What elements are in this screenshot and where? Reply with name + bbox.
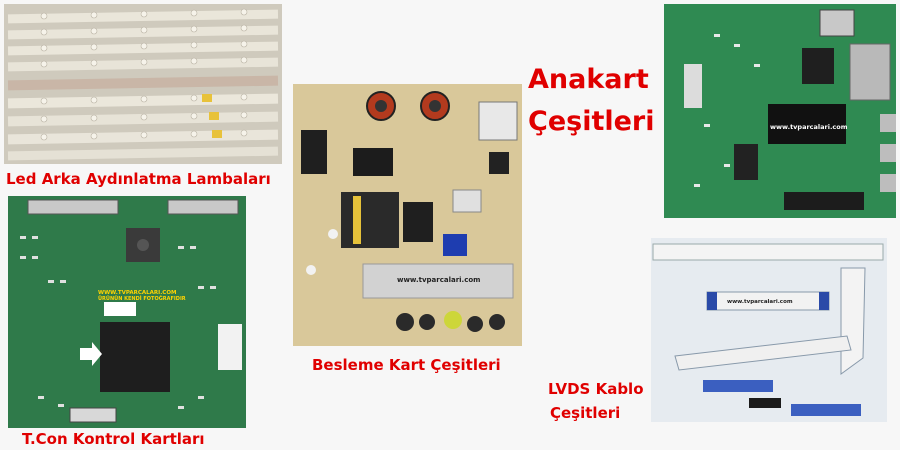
- led-caption: Led Arka Aydınlatma Lambaları: [6, 170, 271, 188]
- main-caption-line1: Anakart: [528, 64, 649, 95]
- lvds-cable-lower: [674, 335, 852, 371]
- lvds-cable-blue: [703, 380, 773, 392]
- main-board-photo: www.tvparcalari.com: [664, 4, 896, 218]
- lvds-cable-illustration: www.tvparcalari.com: [651, 238, 887, 422]
- blue-component: [443, 234, 467, 256]
- lvds-caption-line1: LVDS Kablo: [548, 380, 644, 398]
- tcon-watermark-line2: ÜRÜNÜN KENDİ FOTOĞRAFIDIR: [98, 295, 186, 302]
- transformer: [341, 192, 399, 248]
- tcon-watermark-line1: WWW.TVPARCALARI.COM: [98, 290, 176, 296]
- tcon-board-illustration: WWW.TVPARCALARI.COM ÜRÜNÜN KENDİ FOTOĞRA…: [8, 196, 246, 428]
- power-board-photo: www.tvparcalari.com: [293, 84, 522, 346]
- lvds-cable-photo: www.tvparcalari.com: [651, 238, 887, 422]
- main-board-illustration: www.tvparcalari.com: [664, 4, 896, 218]
- tcon-main-chip: [100, 322, 170, 392]
- tcon-caption: T.Con Kontrol Kartları: [22, 430, 205, 448]
- tcon-board-photo: WWW.TVPARCALARI.COM ÜRÜNÜN KENDİ FOTOĞRA…: [8, 196, 246, 428]
- led-strips-illustration: [4, 4, 282, 164]
- lvds-caption-line2: Çeşitleri: [550, 404, 621, 422]
- main-chip: [768, 104, 846, 144]
- main-watermark: www.tvparcalari.com: [770, 123, 848, 131]
- main-caption-line2: Çeşitleri: [528, 106, 655, 137]
- power-connector: [301, 130, 327, 174]
- led-strips-photo: [4, 4, 282, 164]
- arrow-icon: [80, 342, 102, 366]
- power-board-illustration: www.tvparcalari.com: [293, 84, 522, 346]
- scart-connector: [802, 48, 834, 84]
- power-watermark: www.tvparcalari.com: [397, 276, 480, 284]
- power-caption: Besleme Kart Çeşitleri: [312, 356, 501, 374]
- lvds-watermark: www.tvparcalari.com: [727, 299, 793, 305]
- heatsink: [362, 263, 514, 299]
